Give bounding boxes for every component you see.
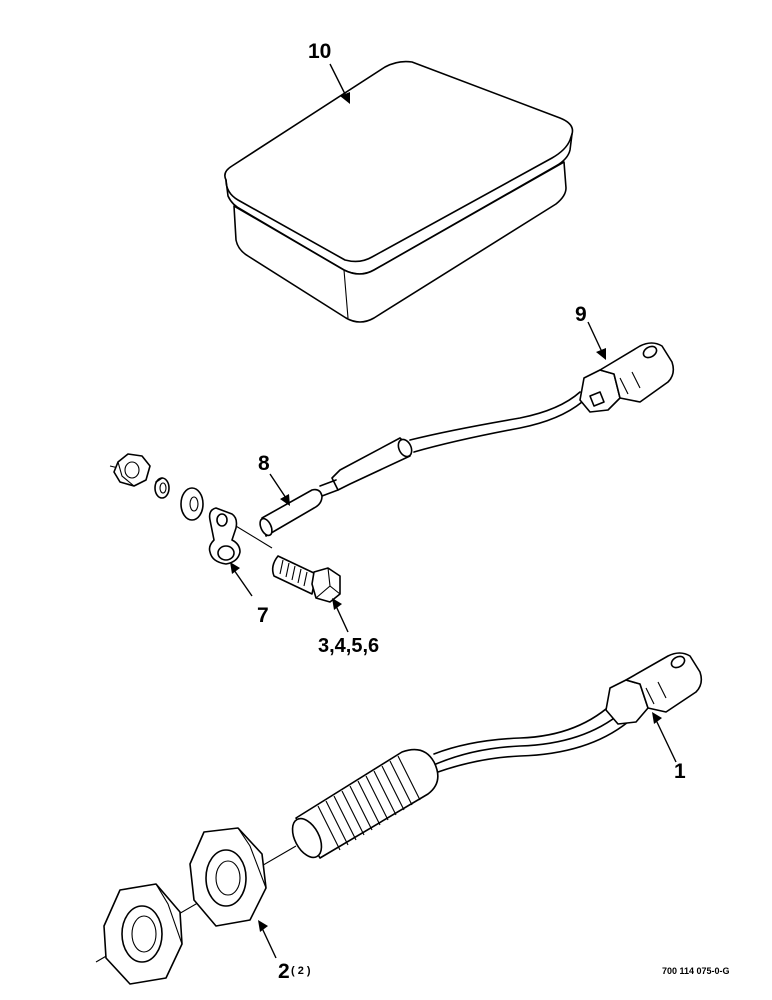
figure-code: 700 114 075-0-G [662,966,730,976]
proximity-sensor [95,652,703,963]
shrink-tube [259,488,323,537]
callout-1: 1 [674,760,686,783]
callout-2-quantity: ( 2 ) [291,965,311,977]
wiring-harness [319,342,675,497]
callout-leaders [230,63,677,959]
callout-7: 7 [257,604,269,627]
hardware-stack [109,453,341,603]
storage-box [224,60,574,323]
callout-8: 8 [258,452,270,475]
callout-2: 2 [278,960,290,983]
jam-nuts [103,827,267,985]
callout-9: 9 [575,303,587,326]
callout-3-6: 3,4,5,6 [318,635,379,657]
callout-10: 10 [308,40,331,63]
